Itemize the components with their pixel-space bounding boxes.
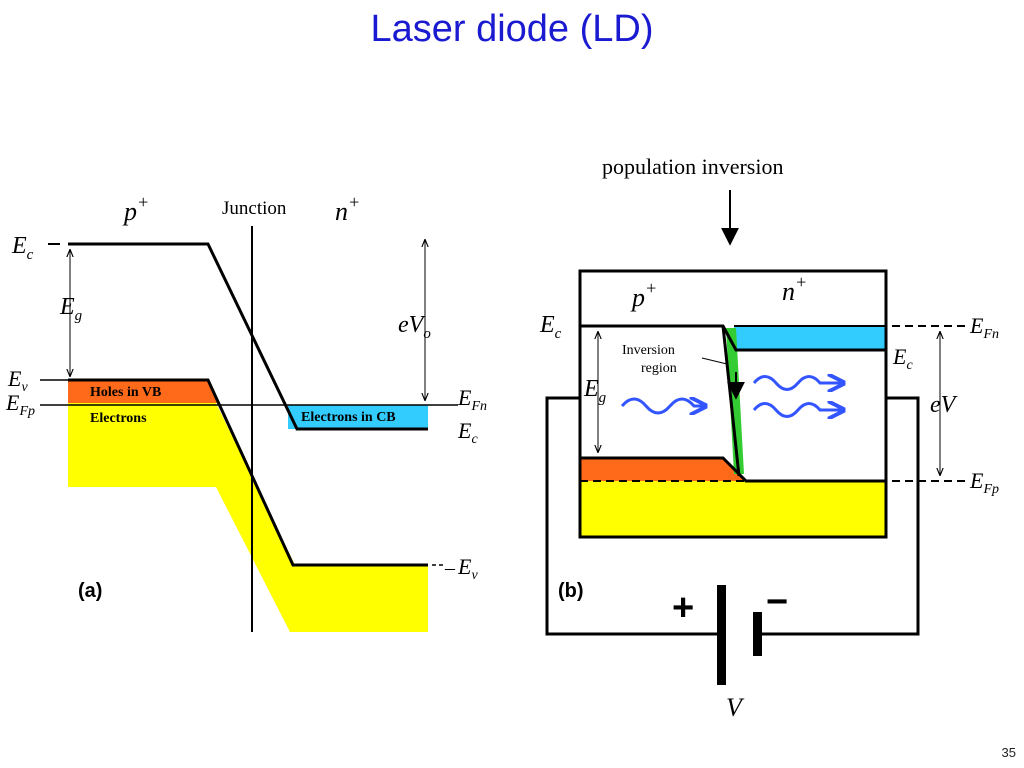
- eg-label-b: Eg: [583, 376, 607, 406]
- holes-in-vb-label: Holes in VB: [90, 385, 161, 400]
- ec-label-left-b: Ec: [539, 312, 562, 342]
- ec-label-right-b: Ec: [892, 344, 913, 373]
- circuit-wire-left: [545, 396, 722, 636]
- evo-label-a: eVo: [398, 312, 431, 342]
- inversion-region-label-line2: region: [641, 361, 677, 376]
- population-inversion-label: population inversion: [602, 154, 783, 179]
- ec-label-right-a: Ec: [457, 418, 478, 447]
- valence-band-fill-a: [68, 403, 428, 632]
- n-region-label-a: n+: [335, 192, 360, 226]
- battery-short-plate: [753, 612, 762, 656]
- valence-band-fill-b: [580, 481, 886, 537]
- ev-label-right-a: Ev: [457, 554, 478, 583]
- circuit-wire-right: [760, 396, 920, 636]
- panel-a-label: (a): [78, 580, 102, 602]
- electrons-cb-band-a: [288, 405, 428, 429]
- p-region-label-b: p+: [630, 278, 657, 312]
- holes-band-b: [580, 458, 746, 481]
- ev-label-left-a: Ev: [7, 366, 28, 395]
- inversion-boundary-line: [721, 325, 741, 477]
- electrons-label-a: Electrons: [90, 411, 147, 426]
- panel-a: p+ Junction n+ Ec Eg Ev EFp Holes in VB …: [5, 192, 487, 632]
- photon-arrow-1: [620, 399, 704, 413]
- ec-label-left-a: Ec: [11, 233, 34, 263]
- electrons-cb-band-b: [734, 326, 886, 350]
- efp-label-b: EFp: [969, 468, 999, 497]
- valence-band-line-a: [68, 378, 428, 567]
- eg-label-a: Eg: [59, 294, 83, 324]
- inversion-pointer: [701, 357, 728, 365]
- page-number: 35: [1001, 745, 1016, 760]
- ev-dash-text-a: –: [444, 557, 456, 579]
- voltage-label: V: [726, 693, 745, 722]
- battery-plus-sign: +: [672, 587, 694, 629]
- p-region-label-a: p+: [122, 192, 149, 226]
- photon-arrow-3: [752, 404, 842, 417]
- panel-b: population inversion: [539, 154, 999, 722]
- junction-label: Junction: [222, 198, 287, 219]
- slide-title: Laser diode (LD): [370, 8, 654, 50]
- inversion-region-strip: [726, 328, 744, 474]
- photon-arrow-2: [752, 377, 842, 390]
- battery-long-plate: [717, 585, 726, 685]
- inversion-region-label-line1: Inversion: [622, 343, 675, 358]
- efn-label-b: EFn: [969, 313, 999, 342]
- conduction-band-line-b: [580, 324, 886, 352]
- electrons-in-cb-label: Electrons in CB: [301, 410, 396, 425]
- holes-band-a: [68, 380, 218, 403]
- efn-label-a: EFn: [457, 385, 487, 414]
- battery-minus-sign: −: [766, 581, 788, 623]
- n-region-label-b: n+: [782, 272, 807, 306]
- ev-label-b: eV: [930, 392, 958, 418]
- device-box-b: [578, 269, 888, 539]
- efp-label-a: EFp: [5, 390, 35, 419]
- panel-b-label: (b): [558, 580, 584, 602]
